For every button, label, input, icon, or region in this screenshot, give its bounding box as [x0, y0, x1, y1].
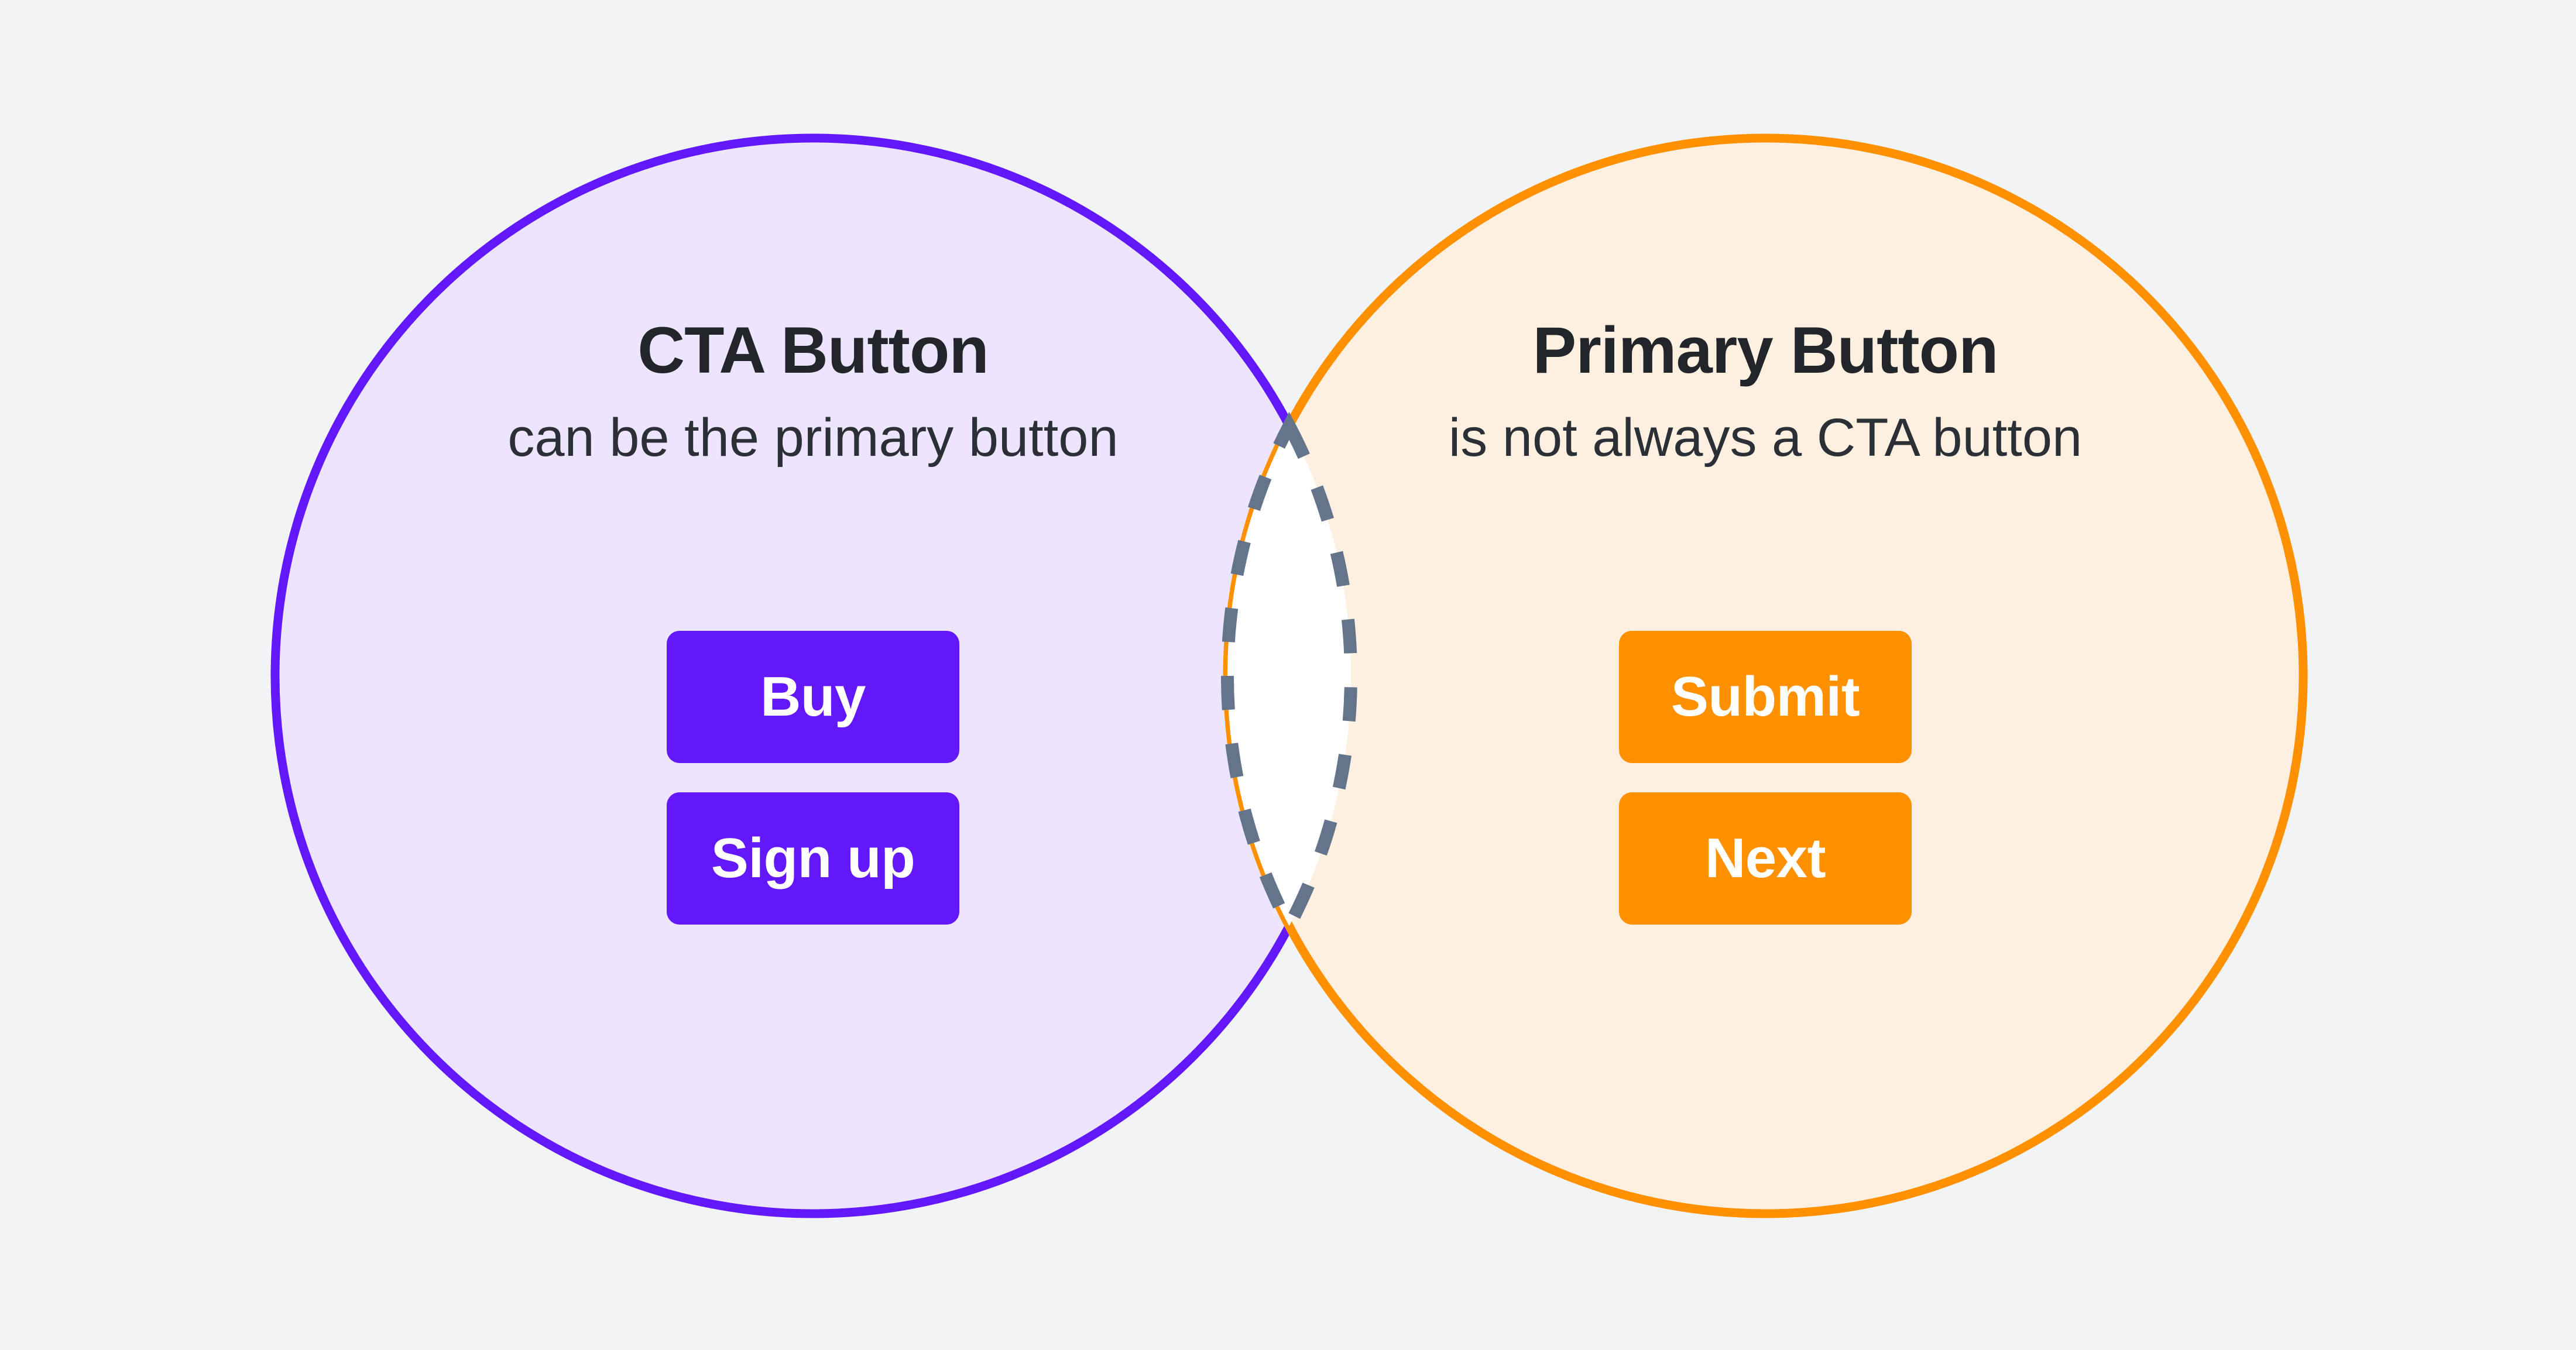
- submit-button[interactable]: Submit: [1619, 631, 1912, 763]
- cta-button-stack: Buy Sign up: [667, 631, 959, 925]
- buy-button[interactable]: Buy: [667, 631, 959, 763]
- primary-button-stack: Submit Next: [1619, 631, 1912, 925]
- intersection-dashed-outline: [1220, 411, 1358, 940]
- next-button[interactable]: Next: [1619, 792, 1912, 925]
- sign-up-button[interactable]: Sign up: [667, 792, 959, 925]
